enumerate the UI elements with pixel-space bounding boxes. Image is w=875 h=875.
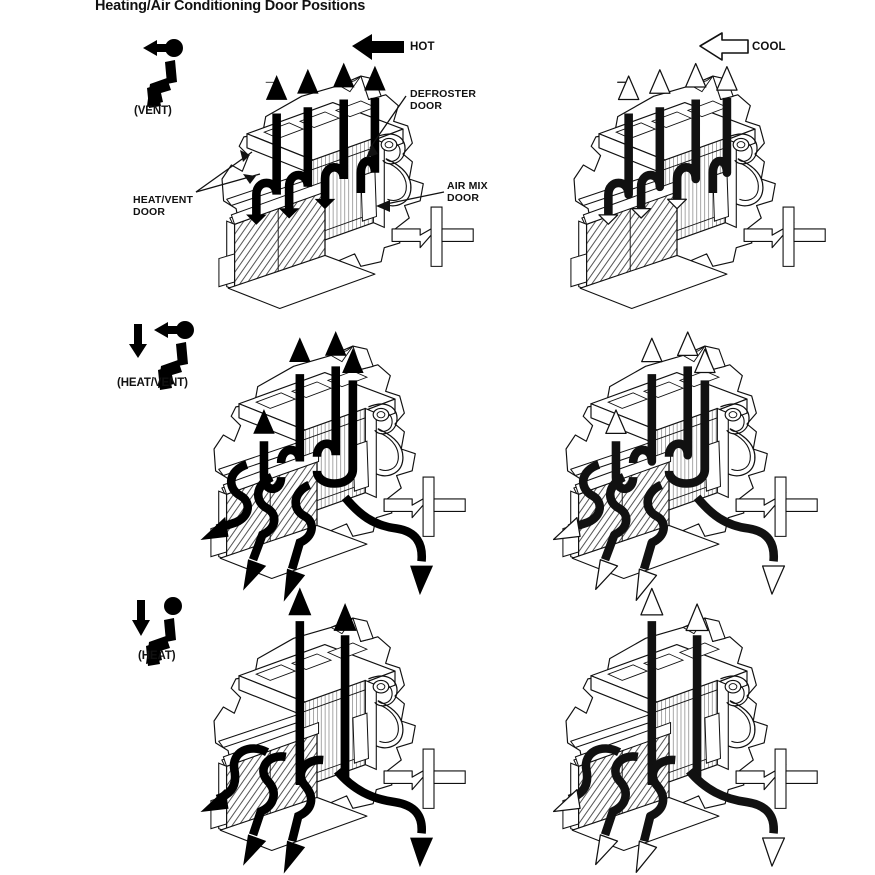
heat-vent-mode-icon (129, 321, 194, 390)
heat-vent-door-callout-line2: DOOR (133, 206, 166, 219)
defroster-door-callout-line1: DEFROSTER (410, 88, 477, 100)
heat-mode-icon (132, 597, 182, 666)
defroster-leader-line (369, 95, 407, 149)
vent-mode-label: (VENT) (134, 105, 172, 117)
air-mix-door-callout-line2: DOOR (447, 192, 480, 205)
heat-vent-mode-label: (HEAT/VENT) (117, 377, 188, 389)
cool-legend-label: COOL (752, 41, 786, 53)
vent-mode-icon (143, 39, 183, 108)
hot-legend-label: HOT (410, 41, 435, 53)
heat-vent-door-callout-line1: HEAT/VENT (133, 194, 194, 206)
air-mix-door-callout-line1: AIR MIX (447, 180, 488, 192)
air-mix-leader-line (385, 191, 445, 205)
page-title: Heating/Air Conditioning Door Positions (95, 0, 366, 14)
cool-arrow-icon (699, 32, 749, 61)
defroster-door-callout: DEFROSTER DOOR (410, 88, 476, 113)
air-mix-door-callout: AIR MIX DOOR (447, 180, 488, 205)
heat-vent-door-callout: HEAT/VENT DOOR (133, 194, 193, 219)
heat-mode-label: (HEAT) (138, 650, 176, 662)
defroster-door-callout-line2: DOOR (410, 100, 443, 113)
hot-arrow-icon (352, 34, 404, 60)
